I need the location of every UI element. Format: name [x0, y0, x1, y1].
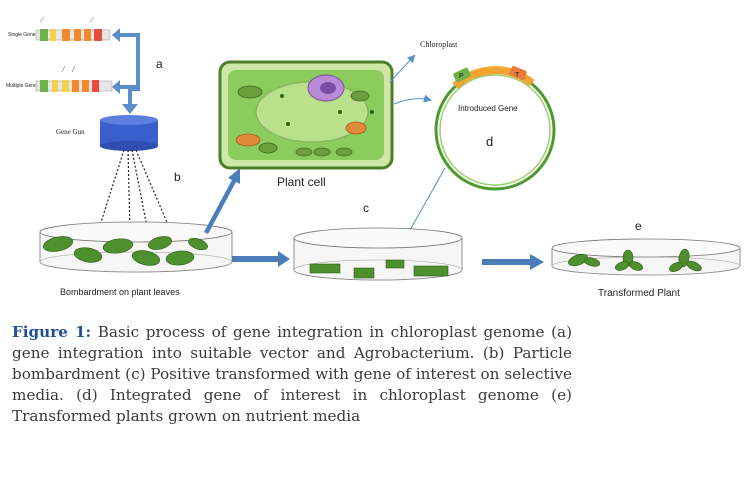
- arrow-b-to-c: [232, 251, 290, 267]
- arrow-to-plasmid: [393, 94, 432, 105]
- multiple-gene-construct: Multiple Gene: [6, 65, 113, 92]
- single-gene-construct: Single Gene: [8, 16, 111, 41]
- step-e-label: e: [635, 219, 642, 233]
- transformed-plant-label: Transformed Plant: [598, 288, 680, 299]
- step-a-label: a: [156, 57, 163, 71]
- chloroplast-pointer: [389, 54, 416, 83]
- plasmid-terminator-label: T: [515, 72, 520, 79]
- gene-gun-icon: [100, 115, 158, 151]
- chloroplast-label: Chloroplast: [420, 40, 458, 49]
- bombardment-label: Bombardment on plant leaves: [60, 287, 180, 297]
- plant-cell-label: Plant cell: [277, 175, 326, 189]
- single-gene-label: Single Gene: [8, 32, 36, 38]
- plasmid-vector: [434, 65, 556, 191]
- plant-leaves: [42, 236, 208, 266]
- leaf-explants: [309, 259, 449, 279]
- figure-caption: Figure 1: Basic process of gene integrat…: [12, 322, 572, 427]
- introduced-gene-label: Introduced Gene: [458, 104, 518, 113]
- plasmid-promoter-label: P: [459, 73, 464, 80]
- gene-gun-label: Gene Gun: [56, 128, 85, 136]
- step-c-label: c: [363, 201, 369, 215]
- caption-text: Basic process of gene integration in chl…: [12, 323, 573, 425]
- arrow-c-to-e: [482, 254, 544, 270]
- transformed-plantlets: [568, 248, 702, 272]
- multiple-gene-label: Multiple Gene: [6, 83, 37, 89]
- vector-arrows: [112, 28, 140, 114]
- plant-cell-illustration: [218, 60, 394, 170]
- step-b-label: b: [174, 170, 181, 184]
- gene-integration-diagram: Single Gene Multiple Gene a Gene Gun: [6, 16, 741, 299]
- arrow-to-plant-cell: [204, 168, 240, 234]
- figure-label: Figure 1:: [12, 323, 92, 341]
- step-d-label: d: [486, 134, 493, 149]
